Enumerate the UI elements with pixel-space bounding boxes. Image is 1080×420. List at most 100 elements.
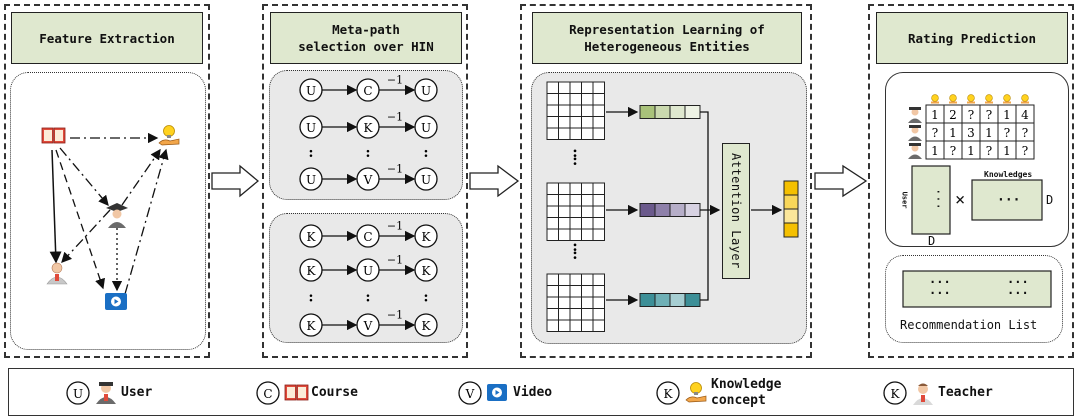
matrix-dots-2: : — [572, 237, 578, 255]
legend-node-label: U — [73, 387, 83, 401]
rating-cell-value: 3 — [967, 126, 975, 140]
legend-node-label: K — [664, 387, 674, 401]
recommendation-ellipsis-3: ··· — [1007, 275, 1029, 289]
feature-extraction-area — [10, 72, 206, 350]
user-metapath-node-label: C — [363, 84, 372, 98]
knowledge-column-icon — [1021, 94, 1029, 104]
teacher-icon — [913, 383, 933, 405]
rating-cell-value: ? — [1022, 126, 1028, 140]
rating-cell-value: 1 — [931, 144, 939, 158]
knowledge-metapath-node-label: K — [307, 319, 317, 333]
knowledge-metapath-dots: : — [365, 290, 370, 306]
feature-extraction-graph — [41, 125, 180, 310]
knowledge-metapath-node — [356, 313, 380, 337]
knowledge-metapath-node-label: C — [363, 230, 372, 244]
video-icon — [487, 384, 507, 401]
knowledge-column-icon — [1003, 94, 1011, 104]
user-metapath-inverse-label: −1 — [387, 74, 403, 87]
rating-matrix-area — [885, 72, 1069, 247]
multiply-sign: × — [955, 190, 966, 210]
user-metapath-node-label: U — [421, 173, 431, 187]
user-metapath-node — [356, 167, 380, 191]
recommendation-list-label: Recommendation List — [900, 318, 1038, 332]
knowledge-metapath-node — [356, 258, 380, 282]
knowledge-metapath-inverse-label: −1 — [387, 309, 403, 322]
rating-cell-value: ? — [986, 108, 992, 122]
recommendation-list-box — [902, 270, 1052, 308]
legend — [8, 368, 1074, 416]
knowledge-metapath-node-label: V — [363, 319, 373, 333]
rating-cell-value: ? — [932, 126, 938, 140]
legend-label-0: User — [121, 385, 153, 400]
rating-cell-value: ? — [986, 144, 992, 158]
legend-node — [458, 381, 482, 405]
knowledge-metapath-node-label: K — [422, 319, 432, 333]
video-icon — [105, 293, 127, 310]
rating-title: Rating Prediction — [876, 12, 1068, 64]
knowledge-column-icon — [967, 94, 975, 104]
entity-vector-3 — [639, 293, 701, 307]
course-icon — [41, 127, 66, 144]
rating-cell-value: 1 — [967, 144, 975, 158]
user-metapath-dots: : — [365, 145, 370, 161]
user-metapath-node — [356, 78, 380, 102]
user-embedding-matrix — [911, 165, 951, 235]
knowledge-axis-label: Knowledges — [984, 170, 1033, 179]
rating-cell-value: ? — [1022, 144, 1028, 158]
user-metapath-node — [414, 115, 438, 139]
recommendation-ellipsis-2: ··· — [929, 286, 951, 300]
user-metapath-node — [414, 78, 438, 102]
representation-title: Representation Learning of Heterogeneous… — [532, 12, 802, 64]
knowledge-concept-icon — [158, 125, 180, 146]
dimension-label-bottom: D — [928, 234, 936, 248]
user-metapath-dots: : — [423, 145, 428, 161]
legend-node — [883, 381, 907, 405]
user-metapath-node — [299, 115, 323, 139]
legend-label-4: Teacher — [938, 385, 993, 400]
output-vector — [783, 180, 799, 238]
knowledge-column-icon — [949, 94, 957, 104]
matrix-dots-2b: : — [572, 245, 578, 263]
knowledge-metapath-node — [356, 224, 380, 248]
teacher-icon — [106, 203, 128, 228]
feature-extraction-title: Feature Extraction — [11, 12, 203, 64]
recommendation-area — [885, 255, 1063, 343]
rating-cell-value: 1 — [931, 108, 939, 122]
user-metapath-node-label: U — [306, 121, 316, 135]
rating-cell-value: 1 — [1003, 108, 1011, 122]
knowledge-metapath-node-label: U — [363, 264, 373, 278]
embedding-matrix-3 — [546, 273, 605, 332]
knowledge-metapath-node-label: K — [307, 264, 317, 278]
rating-cell — [1015, 140, 1035, 160]
legend-label-3: Knowledge concept — [711, 377, 782, 408]
knowledge-column-icon — [985, 94, 993, 104]
rating-cell-value: 4 — [1021, 108, 1029, 122]
dimension-label-right: D — [1046, 193, 1054, 207]
rating-cell-value: ? — [968, 108, 974, 122]
rating-cell-value: 1 — [1003, 144, 1011, 158]
knowledge-metapath-dots: : — [423, 290, 428, 306]
knowledge-metapath-inverse-label: −1 — [387, 254, 403, 267]
knowledge-metapath-node — [299, 313, 323, 337]
user-metapath-node-label: U — [421, 121, 431, 135]
matrix-dots-1: : — [572, 143, 578, 161]
legend-node — [656, 381, 680, 405]
entity-vector-1 — [639, 105, 701, 119]
user-metapath-node — [414, 167, 438, 191]
rating-cell-value: 2 — [949, 108, 957, 122]
legend-node-label: C — [263, 387, 272, 401]
knowledge-metapath-node — [414, 313, 438, 337]
knowledge-column-icon — [931, 94, 939, 104]
user-metapath-node-label: U — [421, 84, 431, 98]
knowledge-concept-icon — [685, 382, 707, 403]
user-metapath-inverse-label: −1 — [387, 111, 403, 124]
legend-label-1: Course — [311, 385, 358, 400]
user-metapath-dots: : — [308, 145, 313, 161]
legend-node-label: K — [891, 387, 901, 401]
knowledge-metapath-node — [299, 224, 323, 248]
